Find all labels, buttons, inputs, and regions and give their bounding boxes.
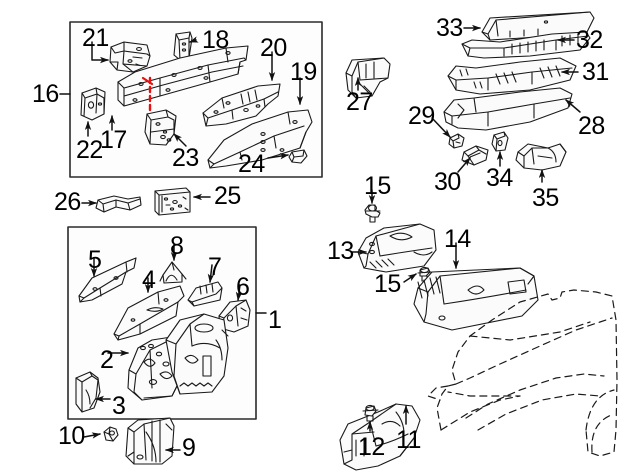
part-8-shape bbox=[159, 261, 187, 284]
callout-5[interactable]: 5 bbox=[88, 246, 102, 274]
part-29-shape bbox=[448, 133, 465, 149]
part-7-shape bbox=[187, 281, 223, 307]
leader-21 bbox=[91, 41, 109, 64]
part-23-shape bbox=[144, 109, 177, 146]
part-34-shape bbox=[491, 131, 509, 152]
callout-9[interactable]: 9 bbox=[182, 434, 196, 462]
part-15-shape bbox=[364, 204, 381, 223]
callout-23[interactable]: 23 bbox=[172, 144, 199, 172]
callout-34[interactable]: 34 bbox=[486, 164, 513, 192]
callout-10[interactable]: 10 bbox=[58, 422, 85, 450]
callout-19[interactable]: 19 bbox=[290, 58, 317, 86]
part-3-shape bbox=[75, 371, 101, 413]
leader-6 bbox=[235, 284, 243, 301]
callout-4[interactable]: 4 bbox=[142, 266, 156, 294]
part-21-shape bbox=[109, 41, 151, 73]
callout-30[interactable]: 30 bbox=[434, 168, 461, 196]
callout-21[interactable]: 21 bbox=[82, 24, 109, 52]
callout-32[interactable]: 32 bbox=[576, 26, 603, 54]
part-28-shape bbox=[443, 87, 573, 131]
callout-20[interactable]: 20 bbox=[260, 34, 287, 62]
leader-7 bbox=[207, 264, 215, 283]
callout-29[interactable]: 29 bbox=[408, 102, 435, 130]
part-24-shape bbox=[288, 149, 308, 164]
part-22-shape bbox=[80, 87, 106, 121]
callout-12[interactable]: 12 bbox=[358, 433, 385, 461]
callout-26[interactable]: 26 bbox=[54, 188, 81, 216]
part-19-shape bbox=[207, 109, 313, 169]
callout-6[interactable]: 6 bbox=[236, 273, 250, 301]
leader-29 bbox=[431, 117, 451, 138]
leader-10 bbox=[83, 432, 101, 439]
part-6-shape bbox=[218, 299, 251, 333]
leader-30 bbox=[457, 157, 471, 173]
leader-24 bbox=[267, 153, 289, 160]
callout-13[interactable]: 13 bbox=[327, 237, 354, 265]
fender-phantom-outline bbox=[427, 289, 618, 457]
callout-35[interactable]: 35 bbox=[532, 184, 559, 212]
callout-31[interactable]: 31 bbox=[582, 58, 609, 86]
part-4-shape bbox=[113, 285, 185, 341]
callout-11[interactable]: 11 bbox=[396, 426, 421, 454]
part-10-shape bbox=[103, 426, 119, 442]
callout-22[interactable]: 22 bbox=[76, 136, 103, 164]
red-tick-top bbox=[141, 76, 154, 86]
part-12-shape bbox=[362, 404, 379, 422]
callout-17[interactable]: 17 bbox=[100, 126, 127, 154]
part-14-shape bbox=[413, 267, 539, 331]
part-25-shape bbox=[154, 187, 191, 216]
callout-27[interactable]: 27 bbox=[346, 88, 373, 116]
callout-16[interactable]: 16 bbox=[32, 80, 59, 108]
part-35-shape bbox=[515, 143, 567, 171]
callout-15[interactable]: 15 bbox=[364, 172, 391, 200]
part-2b-shape bbox=[165, 313, 229, 395]
part-31-shape bbox=[447, 57, 577, 95]
callout-33[interactable]: 33 bbox=[436, 14, 463, 42]
part-13-shape bbox=[357, 223, 437, 273]
callout-8[interactable]: 8 bbox=[170, 232, 184, 260]
part-26-shape bbox=[95, 195, 142, 213]
part-27-shape bbox=[345, 57, 391, 99]
callout-25[interactable]: 25 bbox=[214, 182, 241, 210]
part-9-shape bbox=[125, 417, 175, 465]
leader-23 bbox=[173, 133, 187, 147]
callout-2[interactable]: 2 bbox=[100, 346, 114, 374]
callout-18[interactable]: 18 bbox=[202, 26, 229, 54]
callout-1[interactable]: 1 bbox=[268, 306, 282, 334]
part-5-shape bbox=[78, 257, 137, 303]
callout-15-second[interactable]: 15 bbox=[374, 270, 401, 298]
callout-14[interactable]: 14 bbox=[444, 225, 471, 253]
leader-28 bbox=[565, 99, 581, 113]
callout-28[interactable]: 28 bbox=[578, 112, 605, 140]
part-20-shape bbox=[202, 83, 281, 127]
leader-18 bbox=[189, 36, 199, 43]
callout-7[interactable]: 7 bbox=[208, 253, 222, 281]
leader-15b bbox=[403, 273, 417, 283]
callout-24[interactable]: 24 bbox=[238, 150, 265, 178]
callout-3[interactable]: 3 bbox=[112, 392, 126, 420]
